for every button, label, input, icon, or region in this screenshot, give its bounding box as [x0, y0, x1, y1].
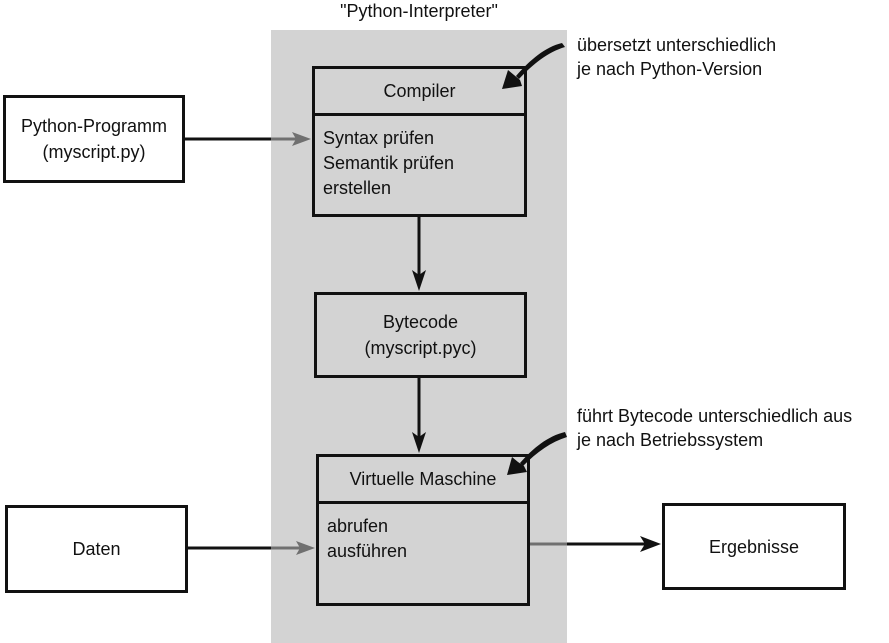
bytecode-filename: (myscript.pyc) [364, 338, 477, 358]
data-input-label: Daten [72, 539, 121, 559]
vm-step: abrufen [327, 516, 389, 536]
compiler-step: erstellen [323, 178, 392, 198]
virtual-machine-header: Virtuelle Maschine [319, 457, 527, 504]
bytecode-label: Bytecode [382, 312, 459, 332]
compiler-step: Semantik prüfen [323, 153, 455, 173]
bytecode-box: Bytecode (myscript.pyc) [314, 292, 527, 378]
python-program-label: Python-Programm [20, 116, 168, 136]
python-program-box: Python-Programm (myscript.py) [3, 95, 185, 183]
compiler-header: Compiler [315, 69, 524, 116]
compiler-steps: Syntax prüfen Semantik prüfen erstellen [315, 116, 524, 207]
compiler-note: übersetzt unterschiedlich je nach Python… [577, 33, 776, 81]
results-box: Ergebnisse [662, 503, 846, 590]
vm-note-line: je nach Betriebssystem [577, 430, 764, 450]
compiler-box: Compiler Syntax prüfen Semantik prüfen e… [312, 66, 527, 217]
python-program-filename: (myscript.py) [42, 142, 146, 162]
vm-note: führt Bytecode unterschiedlich aus je na… [577, 404, 852, 452]
vm-step: ausführen [327, 541, 408, 561]
compiler-note-line: übersetzt unterschiedlich [577, 35, 777, 55]
results-label: Ergebnisse [708, 536, 800, 557]
compiler-note-line: je nach Python-Version [577, 59, 763, 79]
interpreter-title: "Python-Interpreter" [340, 1, 498, 21]
vm-note-line: führt Bytecode unterschiedlich aus [577, 406, 853, 426]
data-input-box: Daten [5, 505, 188, 593]
virtual-machine-box: Virtuelle Maschine abrufen ausführen [316, 454, 530, 606]
virtual-machine-steps: abrufen ausführen [319, 504, 527, 570]
compiler-step: Syntax prüfen [323, 128, 435, 148]
